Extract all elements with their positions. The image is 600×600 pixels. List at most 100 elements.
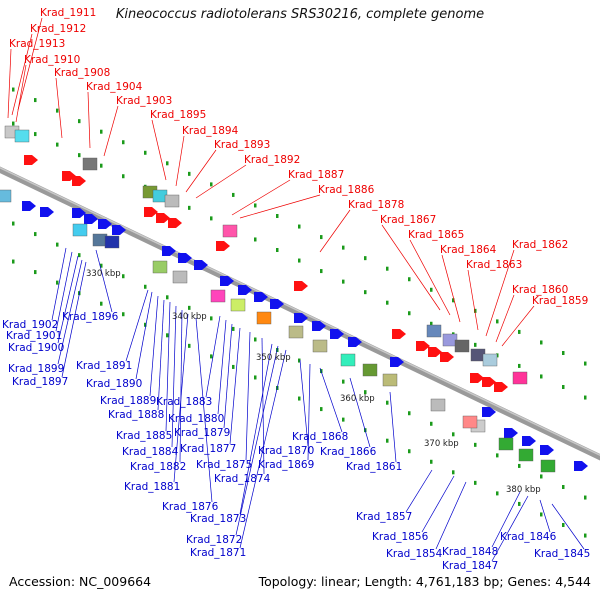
- track-dot: [232, 364, 235, 369]
- track-dot: [584, 395, 587, 400]
- gene-arrow: [390, 357, 404, 367]
- gene-box: [482, 353, 498, 367]
- track-dot: [496, 319, 499, 324]
- leader-line: [539, 499, 551, 533]
- track-dot: [430, 321, 433, 326]
- track-dot: [122, 312, 125, 317]
- gene-label: Krad_1861: [346, 461, 402, 473]
- gene-arrow: [348, 337, 362, 347]
- gene-label: Krad_1878: [348, 199, 404, 211]
- track-dot: [518, 363, 521, 368]
- gene-arrow: [416, 341, 430, 351]
- gene-label: Krad_1857: [356, 511, 412, 523]
- track-dot: [78, 153, 81, 158]
- gene-label: Krad_1900: [8, 342, 64, 354]
- leader-line: [171, 305, 177, 448]
- gene-label: Krad_1901: [6, 330, 62, 342]
- gene-label: Krad_1908: [54, 67, 110, 79]
- leader-line: [307, 363, 311, 461]
- scale-tick-label: 330 kbp: [86, 269, 121, 279]
- gene-label: Krad_1859: [532, 295, 588, 307]
- leader-line: [231, 179, 291, 216]
- track-dot: [166, 333, 169, 338]
- track-dot: [254, 375, 257, 380]
- gene-arrow: [392, 329, 406, 339]
- leader-line: [495, 294, 515, 343]
- track-dot: [144, 284, 147, 289]
- track-dot: [518, 329, 521, 334]
- leader-line: [87, 91, 91, 149]
- gene-arrow: [178, 253, 192, 263]
- leader-line: [217, 319, 227, 415]
- track-dot: [496, 353, 499, 358]
- track-dot: [210, 216, 213, 221]
- leader-line: [135, 291, 153, 380]
- track-dot: [364, 256, 367, 261]
- leader-line: [409, 239, 451, 316]
- leader-line: [195, 164, 247, 199]
- leader-line: [149, 295, 159, 397]
- gene-label: Krad_1882: [130, 461, 186, 473]
- scale-tick-label: 370 kbp: [424, 439, 459, 449]
- leader-line: [157, 299, 165, 411]
- label-leader-lines: [7, 17, 585, 562]
- gene-arrow: [540, 445, 554, 455]
- track-dot: [342, 279, 345, 284]
- leader-line: [95, 249, 113, 313]
- leader-line: [195, 317, 213, 503]
- track-dot: [562, 351, 565, 356]
- gene-label: Krad_1899: [8, 363, 64, 375]
- gene-arrow: [220, 276, 234, 286]
- gene-arrow: [294, 281, 308, 291]
- track-dot: [430, 421, 433, 426]
- track-dot: [474, 442, 477, 447]
- gene-label: Krad_1862: [512, 239, 568, 251]
- track-dot: [144, 150, 147, 155]
- track-dot: [56, 280, 59, 285]
- gene-label: Krad_1879: [174, 427, 230, 439]
- leader-line: [51, 247, 67, 321]
- track-dot: [430, 287, 433, 292]
- track-dot: [34, 98, 37, 103]
- track-dot: [430, 459, 433, 464]
- track-dot: [254, 337, 257, 342]
- gene-box: [104, 235, 120, 249]
- track-dot: [518, 463, 521, 468]
- gene-box: [152, 260, 168, 274]
- track-dot: [408, 411, 411, 416]
- leader-line: [349, 377, 371, 448]
- track-dot: [584, 533, 587, 538]
- gene-label: Krad_1867: [380, 214, 436, 226]
- gene-label: Krad_1904: [86, 81, 143, 93]
- gene-arrow: [440, 352, 454, 362]
- gene-label: Krad_1911: [40, 7, 96, 19]
- leader-line: [179, 309, 183, 463]
- gene-arrow: [72, 208, 86, 218]
- gene-label: Krad_1875: [196, 459, 252, 471]
- leader-line: [319, 367, 343, 433]
- map-title: Kineococcus radiotolerans SRS30216, comp…: [115, 7, 485, 22]
- gene-arrow: [574, 461, 588, 471]
- gene-label: Krad_1869: [258, 459, 314, 471]
- track-dot: [100, 301, 103, 306]
- leader-line: [389, 391, 397, 463]
- gene-label: Krad_1847: [442, 560, 498, 572]
- leader-line: [15, 64, 27, 123]
- track-dot: [408, 311, 411, 316]
- gene-arrow: [162, 246, 176, 256]
- gene-label: Krad_1881: [124, 481, 180, 493]
- gene-label: Krad_1860: [512, 284, 568, 296]
- leader-line: [205, 315, 221, 398]
- track-dot: [122, 174, 125, 179]
- gene-label: Krad_1845: [534, 548, 590, 560]
- gene-label: Krad_1846: [500, 531, 557, 543]
- track-dot: [188, 305, 191, 310]
- track-dot: [100, 263, 103, 268]
- gene-arrow: [482, 407, 496, 417]
- gene-arrow: [22, 201, 36, 211]
- gene-label: Krad_1877: [180, 443, 236, 455]
- gene-box: [462, 415, 478, 429]
- track-dot: [56, 242, 59, 247]
- leader-line: [125, 289, 149, 362]
- leader-line: [223, 323, 233, 429]
